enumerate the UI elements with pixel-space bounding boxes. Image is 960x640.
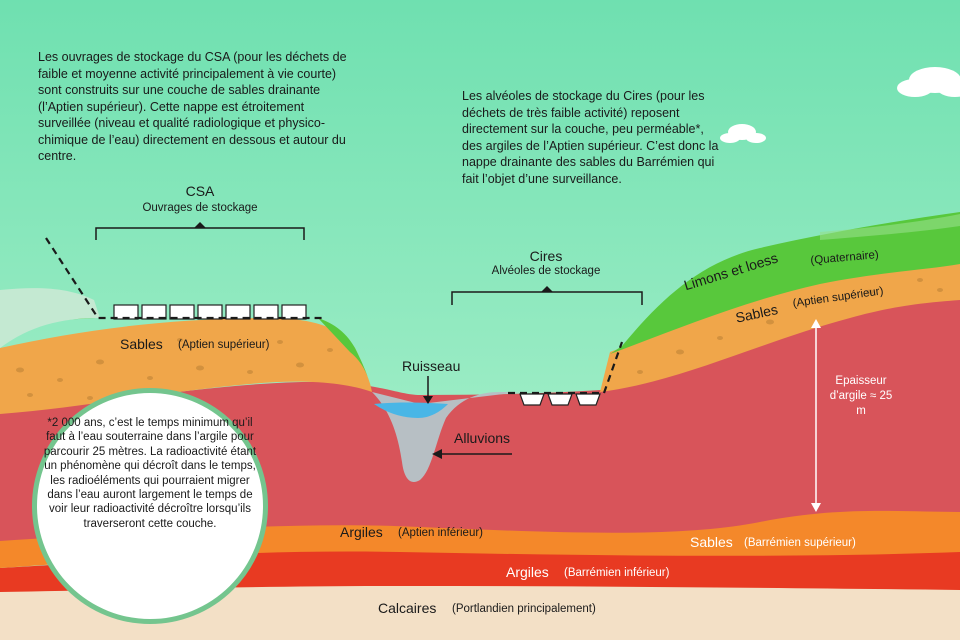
label-sables-left: Sables [120, 336, 163, 352]
sand-texture [16, 278, 943, 400]
intro-csa-text: Les ouvrages de stockage du CSA (pour le… [38, 50, 347, 163]
epaisseur-arrowhead-bottom [811, 503, 821, 512]
stream-water [374, 402, 448, 418]
layer-limons-loess [610, 212, 960, 354]
label-portlandien: (Portlandien principalement) [452, 603, 596, 615]
csa-subtitle: Ouvrages de stockage [142, 202, 258, 214]
label-aptien-sup-left: (Aptien supérieur) [178, 339, 270, 351]
label-argiles-barremien: Argiles [506, 564, 549, 580]
label-barremien-inf: (Barrémien inférieur) [564, 567, 670, 579]
intro-cires-text: Les alvéoles de stockage du Cires (pour … [462, 89, 719, 186]
ruisseau-arrowhead [423, 396, 433, 404]
cires-bracket-pointer [541, 286, 553, 292]
label-aptien-inf: (Aptien inférieur) [398, 527, 484, 539]
label-alluvions: Alluvions [454, 430, 511, 446]
cires-storage-alveoles [519, 393, 601, 406]
label-ruisseau: Ruisseau [402, 358, 461, 374]
label-argiles-aptien: Argiles [340, 524, 383, 540]
label-epaisseur: Epaisseur d’argile ≈ 25 m [829, 375, 893, 417]
label-sables-barremien: Sables [690, 534, 733, 550]
label-calcaires: Calcaires [378, 600, 437, 616]
cires-title: Cires [529, 248, 563, 264]
layer-lightband-right [820, 214, 960, 240]
layer-lightband-left [0, 288, 100, 348]
cires-dashed-excavation [508, 341, 624, 395]
csa-dashed-excavation [45, 237, 322, 320]
footnote-text: *2 000 ans, c’est le temps minimum qu’il… [43, 417, 257, 530]
alluvions-arrowhead [432, 449, 442, 459]
cloud-icon [720, 124, 766, 143]
csa-bracket-pointer [194, 222, 206, 228]
csa-storage-units [113, 304, 307, 320]
epaisseur-arrowhead-top [811, 319, 821, 328]
label-barremien-sup: (Barrémien supérieur) [744, 537, 856, 549]
footnote-circle [32, 388, 268, 624]
cloud-icon [897, 67, 960, 97]
cires-subtitle: Alvéoles de stockage [491, 265, 601, 277]
csa-title: CSA [185, 183, 215, 199]
